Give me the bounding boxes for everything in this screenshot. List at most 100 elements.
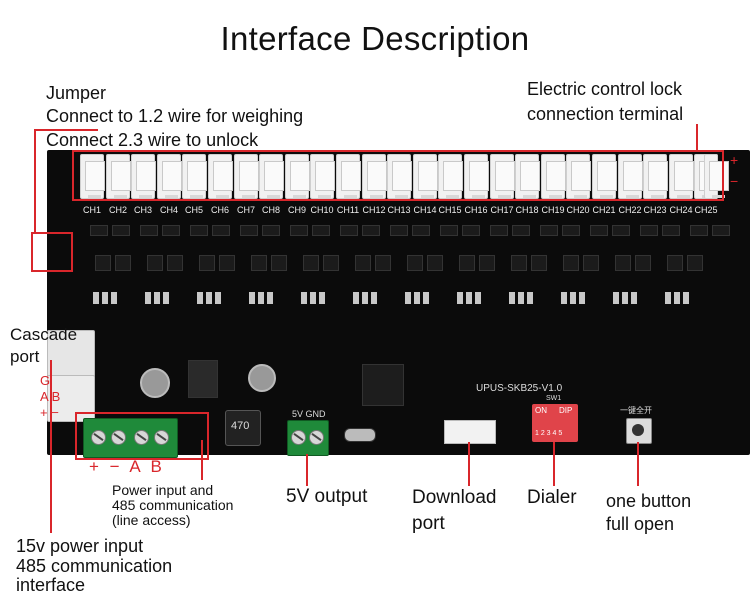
smd-pad [518,292,524,304]
terminal-screw [111,430,126,445]
driver-ic [323,255,339,271]
5v-gnd-silk: 5V GND [292,409,326,419]
smd-pad [683,292,689,304]
download-port-label-1: Download [412,487,497,508]
dialer-leader [553,442,555,486]
driver-ic [303,255,319,271]
smd-pad [163,292,169,304]
smd-pad [665,292,671,304]
channel-connector [285,154,310,199]
channel-connector [438,154,463,199]
channel-connector [310,154,335,199]
input15-leader [50,360,52,533]
download-port-connector [444,420,496,444]
channel-connector [80,154,105,199]
driver-ic [583,255,599,271]
download-leader [468,442,470,486]
smd-pad [570,292,576,304]
transistor-chip [662,225,680,236]
channel-connector [669,154,694,199]
transistor-chip [590,225,608,236]
driver-ic [407,255,423,271]
transistor-chip [490,225,508,236]
smd-pad [301,292,307,304]
smd-pad [405,292,411,304]
channel-label: CH12 [362,205,386,215]
transistor-chip [90,225,108,236]
smd-pad [145,292,151,304]
driver-ic [95,255,111,271]
smd-pad [613,292,619,304]
sw1-silk: SW1 [546,395,562,402]
electrolytic-capacitor [140,368,170,398]
transistor-chip [112,225,130,236]
power-input-label-2: 485 communication [112,497,234,513]
lock-leader [696,124,698,151]
channel-connector [362,154,387,199]
jumper-highlight [31,232,73,272]
driver-ic [115,255,131,271]
15v-input-label-2: 485 communication [16,556,173,576]
transistor-chip [390,225,408,236]
port-marking-pm: + − [40,405,59,420]
strip-plus-marking: + [730,152,739,168]
driver-ic [531,255,547,271]
transistor-chip [640,225,658,236]
transistor-chip [412,225,430,236]
dialer-label: Dialer [527,487,577,508]
lock-terminal-label-2: connection terminal [527,104,684,124]
transistor-chip [240,225,258,236]
smd-pad [215,292,221,304]
channel-label: CH14 [413,205,437,215]
channel-label: CH8 [261,205,280,215]
transistor-chip [712,225,730,236]
one-button-label-2: full open [606,514,675,534]
jumper-leader-h [34,129,98,131]
one-button-cn-silk: 一键全开 [620,406,652,415]
smd-pad [154,292,160,304]
jumper-leader-v [34,129,36,232]
lock-terminal-label-1: Electric control lock [527,79,683,99]
smd-pad [466,292,472,304]
driver-ic [563,255,579,271]
terminal-screw [154,430,169,445]
terminal-screw [291,430,306,445]
driver-ic [355,255,371,271]
channel-connector [618,154,643,199]
connector-strip-highlight [72,150,724,201]
channel-connector [541,154,566,199]
channel-label: CH17 [490,205,514,215]
driver-ic [219,255,235,271]
15v-input-label-3: interface [16,575,86,595]
inductor [225,410,261,446]
channel-connector [643,154,668,199]
channel-connector [413,154,438,199]
channel-label: CH13 [387,205,411,215]
smd-pad [527,292,533,304]
channel-label: CH11 [336,205,360,215]
smd-pad [319,292,325,304]
smd-pad [475,292,481,304]
driver-ic [271,255,287,271]
channel-connector [131,154,156,199]
cascade-port-connector [47,330,95,377]
channel-connector [566,154,591,199]
smd-pad [111,292,117,304]
channel-connector [157,154,182,199]
power-bus-connector [704,154,729,199]
smd-pad [197,292,203,304]
transistor-chip [262,225,280,236]
power-leader [201,440,203,480]
transistor-chip [612,225,630,236]
smd-pad [561,292,567,304]
channel-connector [592,154,617,199]
inductor-marking: 470 [231,420,250,432]
channel-label: CH23 [643,205,667,215]
smd-pad [93,292,99,304]
driver-ic [635,255,651,271]
transistor-chip [212,225,230,236]
channel-connector [515,154,540,199]
driver-ic [147,255,163,271]
5v-output-label: 5V output [286,486,368,507]
smd-pad [267,292,273,304]
